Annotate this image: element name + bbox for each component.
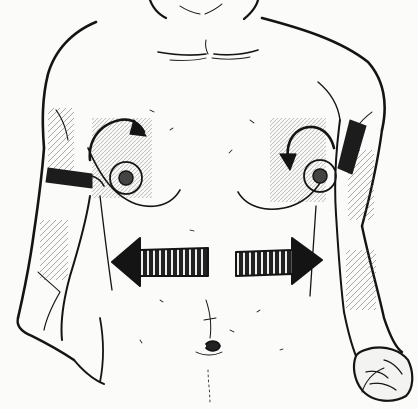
right-forearm-shading xyxy=(346,250,376,310)
left-forearm-shading xyxy=(40,220,68,280)
left-arm-shading xyxy=(48,108,74,178)
